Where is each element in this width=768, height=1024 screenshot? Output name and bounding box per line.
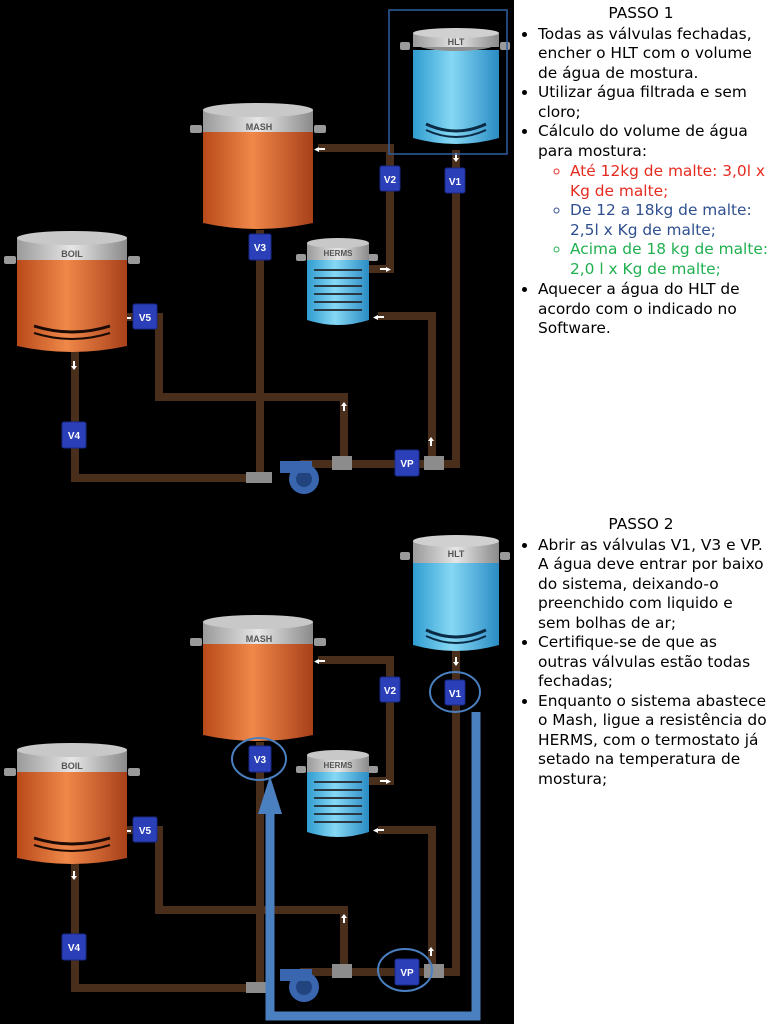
pipe-joint (424, 456, 444, 470)
step-2-item: Abrir as válvulas V1, V3 e VP. A água de… (538, 536, 768, 634)
pump (280, 969, 319, 1002)
hlt-label: HLT (448, 37, 465, 47)
step-2-list: Abrir as válvulas V1, V3 e VP. A água de… (514, 536, 768, 790)
water-flow-path (258, 712, 481, 1021)
valve-label: VP (400, 459, 414, 470)
valve-v3[interactable]: V3 (248, 233, 272, 261)
herms-label: HERMS (324, 761, 354, 770)
boil-tank: BOIL (4, 743, 140, 864)
valve-label: V1 (449, 689, 462, 700)
step-1-list: Todas as válvulas fechadas, encher o HLT… (514, 25, 768, 339)
step-2-title: PASSO 2 (608, 515, 674, 533)
flow-direction-arrows (71, 657, 459, 956)
herms-label: HERMS (324, 249, 354, 258)
step-2-panel: PASSO 2 Abrir as válvulas V1, V3 e VP. A… (514, 515, 768, 789)
step-1-item: Todas as válvulas fechadas, encher o HLT… (538, 25, 768, 84)
hlt-highlight-box (388, 9, 508, 155)
valve-v2[interactable]: V2 (379, 676, 401, 703)
step-2-item: Enquanto o sistema abastece o Mash, ligu… (538, 692, 768, 790)
pump (280, 461, 319, 494)
valve-v1[interactable]: V1 (444, 679, 466, 706)
step-1-title: PASSO 1 (608, 4, 674, 22)
hlt-tank: HLT (400, 28, 510, 144)
pipe-joint (332, 456, 352, 470)
valve-v2[interactable]: V2 (379, 165, 401, 192)
malt-rule-red: Até 12kg de malte: 3,0l x Kg de malte; (570, 162, 768, 201)
process-diagram: HLT MASH BOIL (0, 0, 514, 1024)
hlt-label: HLT (448, 549, 465, 559)
herms-tank: HERMS (296, 750, 378, 837)
valve-v1-highlight (429, 671, 481, 713)
valve-label: V3 (254, 243, 267, 254)
valve-label: V3 (254, 755, 267, 766)
boil-label: BOIL (61, 761, 83, 771)
mash-label: MASH (246, 122, 273, 132)
valve-v5[interactable]: V5 (132, 816, 158, 843)
valve-label: V2 (384, 175, 397, 186)
pipe-joint (246, 982, 272, 993)
pipes (71, 144, 460, 482)
valve-v4[interactable]: V4 (61, 421, 87, 449)
malt-rule-blue: De 12 a 18kg de malte: 2,5l x Kg de malt… (570, 201, 768, 240)
scene-step-2: HLT MASH BOIL (4, 535, 510, 1021)
step-1-item: Cálculo do volume de água para mostura: … (538, 122, 768, 279)
valve-vp[interactable]: VP (394, 449, 420, 477)
valve-v4[interactable]: V4 (61, 933, 87, 961)
mash-tank: MASH (190, 615, 326, 741)
malt-rule-green: Acima de 18 kg de malte: 2,0 l x Kg de m… (570, 240, 768, 279)
valve-v3-highlight (231, 737, 287, 781)
pipe-joint (332, 964, 352, 978)
pipe-joint (246, 472, 272, 483)
step-1-panel: PASSO 1 Todas as válvulas fechadas, ench… (514, 4, 768, 339)
mash-label: MASH (246, 634, 273, 644)
scene-step-1: HLT MASH BOIL (4, 9, 510, 494)
valve-vp[interactable]: VP (394, 958, 420, 986)
step-2-item: Certifique-se de que as outras válvulas … (538, 633, 768, 692)
step-1-item-text: Cálculo do volume de água para mostura: (538, 122, 748, 160)
valve-v1[interactable]: V1 (444, 167, 466, 194)
valve-v5[interactable]: V5 (132, 303, 158, 330)
hlt-tank: HLT (400, 535, 510, 651)
herms-tank: HERMS (296, 238, 378, 325)
valve-label: V2 (384, 686, 397, 697)
valve-vp-highlight (377, 948, 433, 992)
valve-v3[interactable]: V3 (248, 745, 272, 773)
pipe-joint (424, 964, 444, 978)
valve-label: V1 (449, 177, 462, 188)
valve-label: V5 (139, 826, 152, 837)
boil-label: BOIL (61, 249, 83, 259)
boil-tank: BOIL (4, 231, 140, 352)
valve-label: VP (400, 968, 414, 979)
step-1-item: Aquecer a água do HLT de acordo com o in… (538, 280, 768, 339)
malt-volume-list: Até 12kg de malte: 3,0l x Kg de malte; D… (538, 162, 768, 279)
valve-label: V4 (68, 431, 81, 442)
valve-label: V5 (139, 313, 152, 324)
valve-label: V4 (68, 943, 81, 954)
step-1-item: Utilizar água filtrada e sem cloro; (538, 83, 768, 122)
mash-tank: MASH (190, 103, 326, 229)
